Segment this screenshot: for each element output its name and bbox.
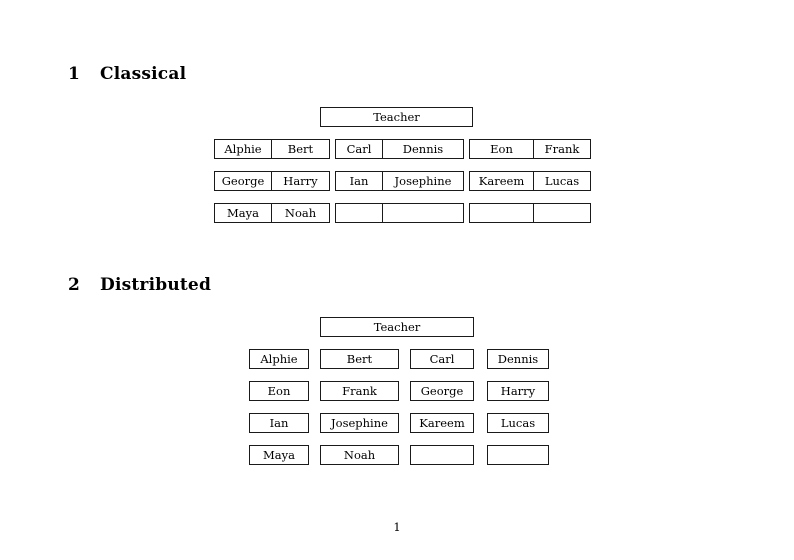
student-cell: Ian [335,171,383,191]
student-box: Alphie [249,349,309,369]
student-cell: Bert [271,139,330,159]
student-box: Carl [410,349,474,369]
student-cell: Noah [271,203,330,223]
student-cell: George [214,171,272,191]
section-number: 2 [68,275,81,295]
empty-box [410,445,474,465]
student-cell: Alphie [214,139,272,159]
student-cell: Harry [271,171,330,191]
student-box: Maya [249,445,309,465]
section-title: Distributed [100,275,212,295]
student-box: Josephine [320,413,399,433]
student-box: Eon [249,381,309,401]
student-box: Noah [320,445,399,465]
page-number: 1 [393,520,401,534]
table-row [335,203,464,223]
student-cell: Dennis [382,139,464,159]
student-cell: Frank [533,139,591,159]
student-box: Dennis [487,349,549,369]
student-cell: Lucas [533,171,591,191]
empty-cell [533,203,591,223]
student-box: Frank [320,381,399,401]
classical-group-middle-row [335,203,464,223]
student-box: Lucas [487,413,549,433]
student-cell: Eon [469,139,534,159]
empty-cell [335,203,383,223]
student-box: Harry [487,381,549,401]
student-cell: Carl [335,139,383,159]
student-box: Bert [320,349,399,369]
empty-cell [382,203,464,223]
section-heading-classical: 1 Classical [68,64,186,84]
distributed-teacher-box: Teacher [320,317,474,337]
section-title: Classical [100,64,187,84]
section-heading-distributed: 2 Distributed [68,275,211,295]
classical-group-right-row [469,203,591,223]
classical-teacher-box: Teacher [320,107,473,127]
student-cell: Maya [214,203,272,223]
empty-box [487,445,549,465]
student-box: Ian [249,413,309,433]
table-row [469,203,591,223]
student-box: George [410,381,474,401]
section-number: 1 [68,64,81,84]
student-cell: Josephine [382,171,464,191]
student-cell: Kareem [469,171,534,191]
student-box: Kareem [410,413,474,433]
empty-cell [469,203,534,223]
